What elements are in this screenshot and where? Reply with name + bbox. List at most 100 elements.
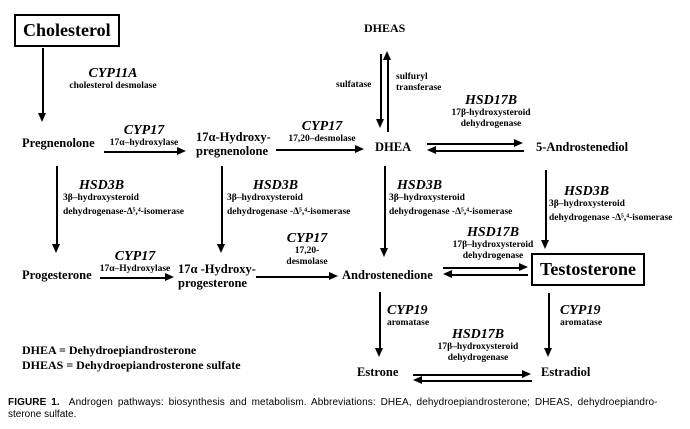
arrow-pregnenolone-to-progesterone xyxy=(56,166,58,245)
arrowhead-left-icon xyxy=(427,146,436,154)
arrowhead-down-icon xyxy=(544,348,552,357)
arrowhead-down-icon xyxy=(376,119,384,128)
arrow-dheas-to-dhea xyxy=(380,54,382,120)
enzyme-hsd3b-col2-gene: HSD3B xyxy=(253,178,299,193)
node-17a-hydroxypregnenolone: 17α-Hydroxy- pregnenolone xyxy=(196,131,271,158)
node-cholesterol: Cholesterol xyxy=(14,14,120,47)
arrowhead-up-icon xyxy=(383,51,391,60)
arrow-androstenediol-to-dhea xyxy=(436,150,524,152)
enzyme-hsd3b-col1-desc1: 3β–hydroxysteroid xyxy=(63,193,139,203)
legend-dhea: DHEA = Dehydroepiandrosterone xyxy=(22,343,197,357)
arrowhead-left-icon xyxy=(413,376,422,384)
enzyme-hsd3b-col1: HSD3B 3β–hydroxysteroid dehydrogenase-Δ⁵… xyxy=(63,178,184,218)
arrow-androstenedione-to-testosterone xyxy=(443,267,520,269)
enzyme-sulfuryl-transferase-line1: sulfuryl xyxy=(396,72,428,82)
enzyme-sulfatase: sulfatase xyxy=(336,80,371,91)
enzyme-cyp17-desmolase-lower: CYP17 17,20- desmolase xyxy=(280,231,334,268)
enzyme-cyp17-desmolase-lower-desc2: desmolase xyxy=(286,257,328,267)
enzyme-cyp17-desmolase-upper: CYP17 17,20–desmolase xyxy=(278,119,366,145)
node-17a-hydroxyprogesterone-line1: 17α -Hydroxy- xyxy=(178,262,256,276)
enzyme-cyp17-desmolase-lower-desc1: 17,20- xyxy=(294,246,320,256)
arrow-cholesterol-to-pregnenolone xyxy=(42,48,44,114)
enzyme-hsd17b-mid-desc2: dehydrogenase xyxy=(462,251,524,261)
enzyme-cyp17-hydroxylase-lower-gene: CYP17 xyxy=(114,249,156,264)
enzyme-hsd3b-col1-gene: HSD3B xyxy=(79,178,125,193)
arrow-dhea-to-androstenediol xyxy=(427,143,515,145)
enzyme-hsd17b-lower-desc1: 17β–hydroxysteroid xyxy=(437,342,519,352)
node-dheas: DHEAS xyxy=(364,21,406,35)
enzyme-hsd3b-col2-desc1: 3β–hydroxysteroid xyxy=(227,193,303,203)
arrowhead-down-icon xyxy=(38,113,46,122)
caption-line1: FIGURE 1. Androgen pathways: biosynthesis… xyxy=(8,397,684,409)
enzyme-hsd17b-upper: HSD17B 17β-hydroxysteroid dehydrogenase xyxy=(440,93,542,130)
enzyme-hsd3b-col4-desc1: 3β–hydroxysteroid xyxy=(549,199,625,209)
node-progesterone: Progesterone xyxy=(22,268,92,282)
arrowhead-down-icon xyxy=(380,248,388,257)
enzyme-cyp19-right-gene: CYP19 xyxy=(560,303,601,318)
enzyme-hsd3b-col4: HSD3B 3β–hydroxysteroid dehydrogenase -Δ… xyxy=(549,184,672,224)
enzyme-hsd3b-col4-desc2: dehydrogenase -Δ⁵,⁴-isomerase xyxy=(549,213,673,223)
legend-dheas: DHEAS = Dehydroepiandrosterone sulfate xyxy=(22,358,241,372)
arrow-androstenediol-to-testosterone xyxy=(545,170,547,241)
enzyme-cyp11a-gene: CYP11A xyxy=(88,66,138,81)
arrowhead-down-icon xyxy=(217,244,225,253)
enzyme-hsd17b-mid: HSD17B 17β–hydroxysteroid dehydrogenase xyxy=(440,225,546,262)
enzyme-hsd17b-lower-gene: HSD17B xyxy=(451,327,505,342)
arrowhead-right-icon xyxy=(329,272,338,280)
node-17a-hydroxypregnenolone-line2: pregnenolone xyxy=(196,144,268,158)
arrowhead-left-icon xyxy=(443,270,452,278)
arrowhead-right-icon xyxy=(177,147,186,155)
caption-text-line1: Androgen pathways: biosynthesis and meta… xyxy=(68,397,658,408)
arrow-progesterone-to-hydroxyprogesterone xyxy=(100,277,166,279)
arrow-testosterone-to-androstenedione xyxy=(452,274,528,276)
arrowhead-right-icon xyxy=(514,139,523,147)
enzyme-hsd17b-mid-gene: HSD17B xyxy=(466,225,520,240)
enzyme-cyp19-right-desc: aromatase xyxy=(560,318,603,328)
node-testosterone: Testosterone xyxy=(531,253,645,286)
figure-caption: FIGURE 1. Androgen pathways: biosynthesis… xyxy=(8,397,684,421)
node-dhea: DHEA xyxy=(375,140,412,154)
enzyme-cyp19-left-desc: aromatase xyxy=(387,318,430,328)
node-estradiol: Estradiol xyxy=(541,365,591,379)
enzyme-cyp17-hydroxylase-upper-gene: CYP17 xyxy=(123,123,165,138)
arrowhead-right-icon xyxy=(519,263,528,271)
arrow-estradiol-to-estrone xyxy=(422,380,532,382)
enzyme-hsd17b-lower-desc2: dehydrogenase xyxy=(447,353,509,363)
arrow-estrone-to-estradiol xyxy=(413,374,524,376)
node-androstenedione: Androstenedione xyxy=(342,268,433,282)
enzyme-hsd3b-col2-desc2: dehydrogenase -Δ⁵,⁴-isomerase xyxy=(227,207,351,217)
enzyme-cyp17-desmolase-upper-gene: CYP17 xyxy=(301,119,343,134)
enzyme-cyp17-desmolase-lower-gene: CYP17 xyxy=(286,231,328,246)
arrowhead-right-icon xyxy=(165,273,174,281)
enzyme-cyp17-hydroxylase-upper-desc: 17α–hydroxylase xyxy=(109,138,179,148)
arrowhead-down-icon xyxy=(52,244,60,253)
node-pregnenolone: Pregnenolone xyxy=(22,136,95,150)
arrow-androstenedione-to-estrone xyxy=(379,292,381,349)
arrowhead-down-icon xyxy=(541,240,549,249)
enzyme-cyp17-hydroxylase-lower: CYP17 17α–Hydroxylase xyxy=(92,249,178,275)
enzyme-hsd3b-col4-gene: HSD3B xyxy=(564,184,610,199)
enzyme-hsd3b-col1-desc2: dehydrogenase-Δ⁵,⁴-isomerase xyxy=(63,207,184,217)
enzyme-hsd3b-col3-desc1: 3β–hydroxysteroid xyxy=(389,193,465,203)
arrow-dhea-to-androstenedione xyxy=(384,166,386,249)
enzyme-cyp17-desmolase-upper-desc: 17,20–desmolase xyxy=(288,134,356,144)
caption-label: FIGURE 1. xyxy=(8,397,60,408)
enzyme-hsd3b-col3-desc2: dehydrogenase -Δ⁵,⁴-isomerase xyxy=(389,207,513,217)
enzyme-cyp11a-desc: cholesterol desmolase xyxy=(69,81,157,91)
enzyme-hsd3b-col3-gene: HSD3B xyxy=(397,178,443,193)
enzyme-sulfuryl-transferase: sulfuryl transferase xyxy=(396,72,441,94)
enzyme-sulfatase-label: sulfatase xyxy=(336,80,372,90)
node-5-androstenediol: 5-Androstenediol xyxy=(536,140,629,154)
node-17a-hydroxypregnenolone-line1: 17α-Hydroxy- xyxy=(196,130,271,144)
enzyme-hsd3b-col2: HSD3B 3β–hydroxysteroid dehydrogenase -Δ… xyxy=(227,178,350,218)
node-estrone: Estrone xyxy=(357,365,399,379)
enzyme-cyp19-left-gene: CYP19 xyxy=(387,303,428,318)
enzyme-hsd17b-upper-desc1: 17β-hydroxysteroid xyxy=(451,108,531,118)
arrow-hydroxypregnenolone-to-hydroxyprogesterone xyxy=(221,166,223,245)
node-17a-hydroxyprogesterone: 17α -Hydroxy- progesterone xyxy=(178,263,256,290)
enzyme-hsd3b-col3: HSD3B 3β–hydroxysteroid dehydrogenase -Δ… xyxy=(389,178,512,218)
enzyme-cyp17-hydroxylase-lower-desc: 17α–Hydroxylase xyxy=(99,264,171,274)
arrow-testosterone-to-estradiol xyxy=(548,293,550,349)
enzyme-sulfuryl-transferase-line2: transferase xyxy=(396,83,442,93)
